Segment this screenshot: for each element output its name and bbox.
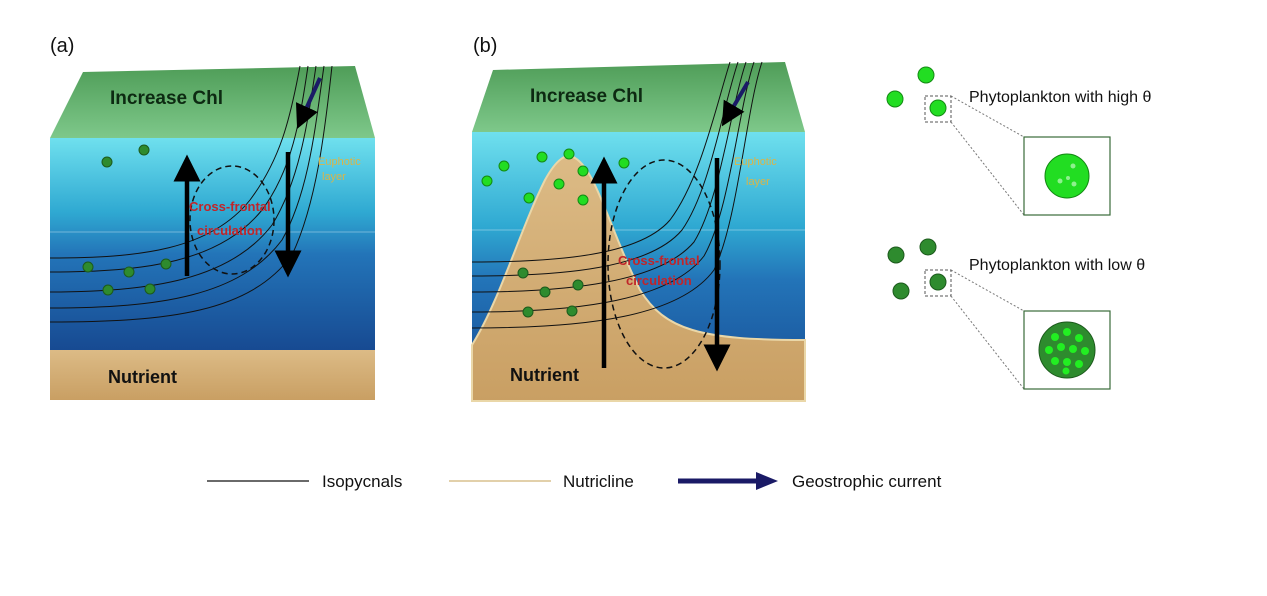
panel-b-bottom-text: Nutrient bbox=[510, 365, 579, 385]
panel-b-circulation-loop bbox=[607, 159, 721, 369]
panel-a-water bbox=[50, 138, 375, 350]
phytoplankton-dot bbox=[618, 157, 630, 169]
legend-nutricline-label: Nutricline bbox=[563, 472, 634, 491]
low-theta-zoom-line bbox=[950, 295, 1025, 390]
high-theta-dots bbox=[886, 66, 947, 117]
panel-a-nutrient-layer bbox=[50, 350, 375, 400]
panel-a-phytoplankton bbox=[82, 144, 172, 296]
phytoplankton-key: Phytoplankton with high θ Phytoplankton … bbox=[886, 66, 1151, 390]
low-theta-zoom-line bbox=[950, 269, 1025, 312]
chloroplast bbox=[1051, 357, 1059, 365]
chloroplast bbox=[1066, 176, 1070, 180]
phytoplankton-dot bbox=[887, 246, 905, 264]
panel-a: (a) Increase Chl Nutrient Cross-frontal … bbox=[49, 35, 375, 400]
phytoplankton-dot bbox=[577, 165, 589, 177]
panel-a-surface bbox=[50, 66, 375, 138]
phytoplankton-dot bbox=[522, 306, 534, 318]
panel-a-zone-text-2: layer bbox=[322, 171, 346, 183]
phytoplankton-dot bbox=[892, 282, 910, 300]
phytoplankton-dot bbox=[144, 283, 156, 295]
panel-b-top-text: Increase Chl bbox=[530, 86, 643, 107]
panel-b-surface bbox=[472, 62, 805, 132]
phytoplankton-dot bbox=[929, 273, 947, 291]
phytoplankton-dot bbox=[82, 261, 94, 273]
legend-isopycnals-label: Isopycnals bbox=[322, 472, 402, 491]
high-theta-zoom-line bbox=[950, 95, 1025, 138]
chloroplast bbox=[1057, 178, 1063, 184]
chloroplast bbox=[1051, 333, 1059, 341]
phytoplankton-dot bbox=[123, 266, 135, 278]
legend-current-label: Geostrophic current bbox=[792, 472, 942, 491]
legend-current-arrowhead bbox=[756, 472, 778, 490]
chloroplast bbox=[1081, 347, 1089, 355]
low-theta-label: Phytoplankton with low θ bbox=[969, 257, 1145, 274]
high-theta-chloroplasts bbox=[1057, 163, 1077, 187]
high-theta-cell bbox=[1044, 153, 1090, 199]
panel-b-nutrient-mound bbox=[471, 155, 806, 402]
panel-b-label: (b) bbox=[473, 35, 497, 57]
panel-b-geostrophic-current-arrow bbox=[721, 80, 750, 127]
panel-a-circulation-text-1: Cross-frontal bbox=[189, 199, 271, 214]
chloroplast bbox=[1045, 346, 1053, 354]
chloroplast bbox=[1075, 334, 1083, 342]
chloroplast bbox=[1063, 328, 1071, 336]
phytoplankton-dot bbox=[566, 305, 578, 317]
legend: Isopycnals Nutricline Geostrophic curren… bbox=[207, 472, 942, 491]
panel-a-circulation-loop bbox=[189, 165, 275, 275]
panel-a-bottom-text: Nutrient bbox=[108, 367, 177, 387]
phytoplankton-dot bbox=[498, 160, 510, 172]
phytoplankton-dot bbox=[563, 148, 575, 160]
low-theta-dots bbox=[887, 238, 947, 300]
phytoplankton-dot bbox=[138, 144, 150, 156]
panel-b-zone-text-1: Euphotic bbox=[734, 156, 777, 168]
phytoplankton-dot bbox=[539, 286, 551, 298]
chloroplast bbox=[1075, 360, 1083, 368]
phytoplankton-dot bbox=[101, 156, 113, 168]
phytoplankton-dot bbox=[929, 99, 947, 117]
high-theta-select-box bbox=[924, 95, 952, 123]
phytoplankton-dot bbox=[577, 194, 589, 206]
panel-a-top-text: Increase Chl bbox=[110, 88, 223, 109]
phytoplankton-dot bbox=[919, 238, 937, 256]
panel-b: (b) Increase Chl Nutrient Cross-frontal … bbox=[471, 35, 806, 402]
phytoplankton-dot bbox=[523, 192, 535, 204]
phytoplankton-dot bbox=[886, 90, 904, 108]
chloroplast bbox=[1069, 345, 1077, 353]
chloroplast bbox=[1063, 358, 1071, 366]
chloroplast bbox=[1071, 181, 1077, 187]
low-theta-select-box bbox=[924, 269, 952, 297]
phytoplankton-dot bbox=[160, 258, 172, 270]
panel-b-circulation-text-2: circulation bbox=[626, 273, 692, 288]
panel-b-phytoplankton-low bbox=[517, 267, 584, 318]
panel-b-zone-text-2: layer bbox=[746, 176, 770, 188]
phytoplankton-dot bbox=[536, 151, 548, 163]
phytoplankton-dot bbox=[553, 178, 565, 190]
panel-a-label: (a) bbox=[50, 35, 74, 57]
chloroplast bbox=[1062, 367, 1070, 375]
panel-a-circulation-text-2: circulation bbox=[197, 223, 263, 238]
panel-b-phytoplankton-high bbox=[481, 148, 630, 206]
low-theta-chloroplasts bbox=[1045, 328, 1089, 375]
chloroplast bbox=[1070, 163, 1076, 169]
panel-a-zone-text-1: Euphotic bbox=[318, 156, 361, 168]
phytoplankton-dot bbox=[572, 279, 584, 291]
panel-b-circulation-text-1: Cross-frontal bbox=[618, 253, 700, 268]
phytoplankton-dot bbox=[517, 267, 529, 279]
phytoplankton-dot bbox=[917, 66, 935, 84]
high-theta-label: Phytoplankton with high θ bbox=[969, 89, 1151, 106]
chloroplast bbox=[1057, 343, 1065, 351]
phytoplankton-dot bbox=[481, 175, 493, 187]
panel-a-geostrophic-current-arrow bbox=[295, 77, 322, 129]
high-theta-zoom-line bbox=[950, 121, 1025, 216]
phytoplankton-dot bbox=[102, 284, 114, 296]
